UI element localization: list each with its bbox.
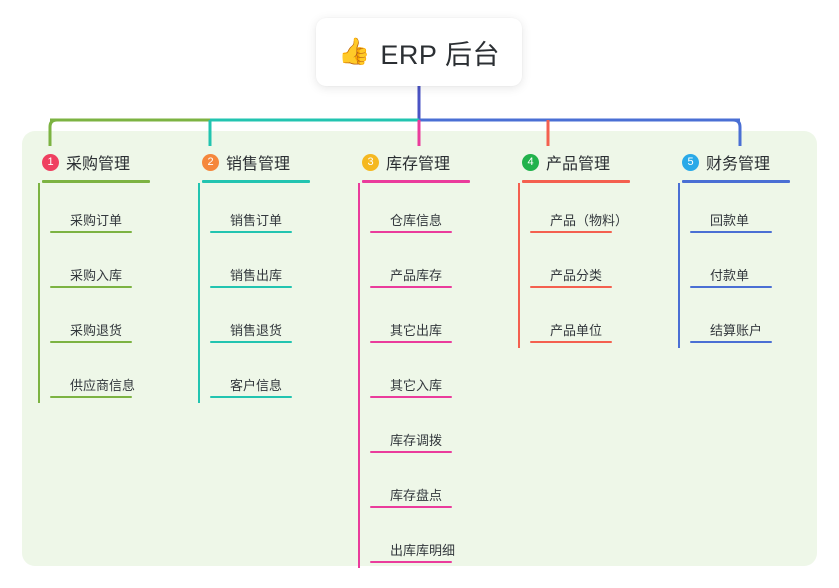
item-label: 其它入库	[390, 378, 443, 393]
item-rule	[50, 341, 132, 343]
item-label: 产品单位	[550, 323, 603, 338]
list-item[interactable]: 销售退货	[210, 293, 358, 348]
branch-column-5: 5 财务管理 回款单 付款单 结算账户	[678, 144, 838, 348]
list-item[interactable]: 库存盘点	[370, 458, 518, 513]
branch-header-4[interactable]: 4 产品管理	[518, 144, 678, 180]
item-rule	[370, 561, 452, 563]
branch-items-2: 销售订单 销售出库 销售退货 客户信息	[198, 183, 358, 403]
branch-column-1: 1 采购管理 采购订单 采购入库 采购退货 供应商信息	[38, 144, 198, 403]
item-rule	[690, 341, 772, 343]
item-rule	[50, 396, 132, 398]
item-rule	[530, 286, 612, 288]
branch-header-5[interactable]: 5 财务管理	[678, 144, 838, 180]
branch-badge-1: 1	[42, 153, 59, 171]
item-label: 客户信息	[230, 378, 283, 393]
branch-rule-2	[202, 180, 310, 183]
item-label: 供应商信息	[70, 378, 136, 393]
item-label: 采购订单	[70, 213, 123, 228]
item-label: 销售出库	[230, 268, 283, 283]
list-item[interactable]: 客户信息	[210, 348, 358, 403]
branch-badge-5: 5	[682, 153, 699, 171]
list-item[interactable]: 结算账户	[690, 293, 838, 348]
branch-header-3[interactable]: 3 库存管理	[358, 144, 518, 180]
branch-title-1: 采购管理	[66, 156, 131, 173]
item-rule	[210, 286, 292, 288]
list-item[interactable]: 回款单	[690, 183, 838, 238]
branch-items-1: 采购订单 采购入库 采购退货 供应商信息	[38, 183, 198, 403]
item-label: 结算账户	[710, 323, 763, 338]
diagram-panel	[22, 131, 817, 566]
item-rule	[530, 231, 612, 233]
list-item[interactable]: 其它入库	[370, 348, 518, 403]
branch-rule-1	[42, 180, 150, 183]
item-rule	[50, 286, 132, 288]
list-item[interactable]: 产品分类	[530, 238, 678, 293]
list-item[interactable]: 采购入库	[50, 238, 198, 293]
branch-items-5: 回款单 付款单 结算账户	[678, 183, 838, 348]
branch-column-4: 4 产品管理 产品（物料） 产品分类 产品单位	[518, 144, 678, 348]
list-item[interactable]: 销售出库	[210, 238, 358, 293]
item-label: 其它出库	[390, 323, 443, 338]
list-item[interactable]: 采购退货	[50, 293, 198, 348]
branch-rule-3	[362, 180, 470, 183]
item-rule	[370, 341, 452, 343]
item-rule	[370, 231, 452, 233]
item-label: 回款单	[710, 213, 750, 228]
item-label: 库存调拨	[390, 433, 443, 448]
branch-rule-4	[522, 180, 630, 183]
item-label: 出库库明细	[390, 543, 456, 558]
branch-badge-3: 3	[362, 153, 379, 171]
item-rule	[210, 341, 292, 343]
item-rule	[530, 341, 612, 343]
branch-badge-4: 4	[522, 153, 539, 171]
root-node-card[interactable]: 👍 ERP 后台	[316, 18, 522, 86]
item-rule	[210, 231, 292, 233]
root-node-title: ERP 后台	[380, 39, 500, 70]
branch-title-3: 库存管理	[386, 156, 451, 173]
item-label: 付款单	[710, 268, 750, 283]
item-rule	[370, 396, 452, 398]
branch-items-4: 产品（物料） 产品分类 产品单位	[518, 183, 678, 348]
branch-badge-2: 2	[202, 153, 219, 171]
list-item[interactable]: 产品单位	[530, 293, 678, 348]
list-item[interactable]: 库存调拨	[370, 403, 518, 458]
item-label: 仓库信息	[390, 213, 443, 228]
branch-title-4: 产品管理	[546, 156, 611, 173]
item-rule	[690, 231, 772, 233]
item-label: 销售退货	[230, 323, 283, 338]
item-rule	[50, 231, 132, 233]
branch-column-2: 2 销售管理 销售订单 销售出库 销售退货 客户信息	[198, 144, 358, 403]
branch-column-3: 3 库存管理 仓库信息 产品库存 其它出库 其它入库	[358, 144, 518, 568]
list-item[interactable]: 付款单	[690, 238, 838, 293]
item-rule	[370, 286, 452, 288]
thumbs-up-icon: 👍	[338, 37, 371, 67]
list-item[interactable]: 产品（物料）	[530, 183, 678, 238]
branch-header-1[interactable]: 1 采购管理	[38, 144, 198, 180]
branch-items-3: 仓库信息 产品库存 其它出库 其它入库 库存调拨	[358, 183, 518, 568]
branch-title-2: 销售管理	[226, 156, 291, 173]
item-label: 产品库存	[390, 268, 443, 283]
item-rule	[370, 451, 452, 453]
item-label: 产品（物料）	[550, 213, 629, 228]
item-rule	[690, 286, 772, 288]
list-item[interactable]: 出库库明细	[370, 513, 518, 568]
branch-header-2[interactable]: 2 销售管理	[198, 144, 358, 180]
list-item[interactable]: 产品库存	[370, 238, 518, 293]
item-rule	[370, 506, 452, 508]
list-item[interactable]: 销售订单	[210, 183, 358, 238]
list-item[interactable]: 仓库信息	[370, 183, 518, 238]
branch-rule-5	[682, 180, 790, 183]
item-label: 采购退货	[70, 323, 123, 338]
item-rule	[210, 396, 292, 398]
item-label: 库存盘点	[390, 488, 443, 503]
item-label: 产品分类	[550, 268, 603, 283]
item-label: 销售订单	[230, 213, 283, 228]
branch-title-5: 财务管理	[706, 156, 771, 173]
list-item[interactable]: 采购订单	[50, 183, 198, 238]
item-label: 采购入库	[70, 268, 123, 283]
list-item[interactable]: 供应商信息	[50, 348, 198, 403]
list-item[interactable]: 其它出库	[370, 293, 518, 348]
